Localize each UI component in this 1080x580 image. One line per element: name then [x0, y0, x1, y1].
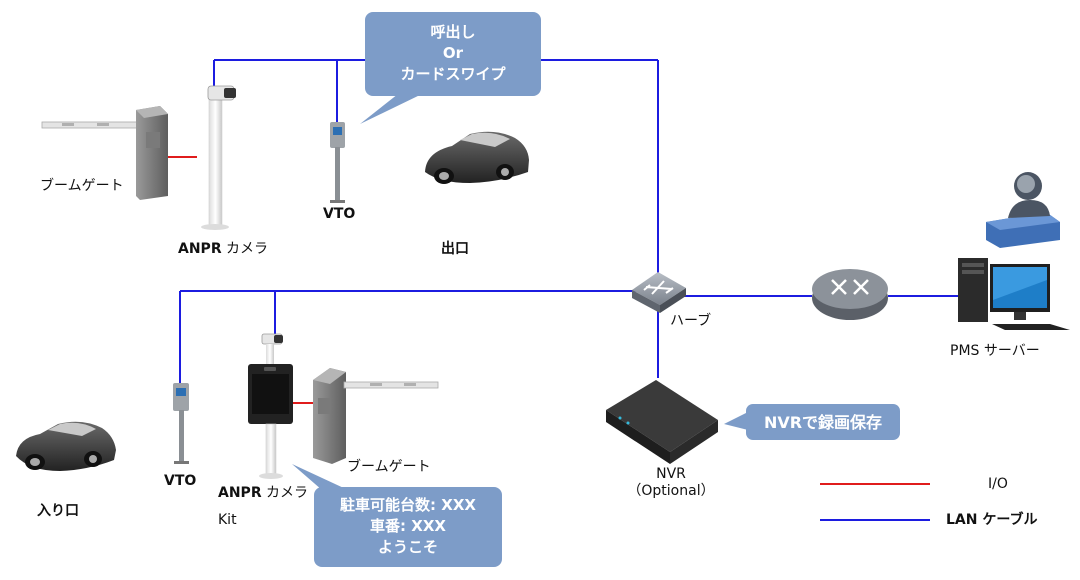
exit-car-icon: [425, 131, 529, 184]
io-cables: [167, 156, 313, 404]
nvr-label: NVR （Optional）: [612, 466, 730, 500]
entrance-anpr-label-rest: カメラ: [261, 485, 309, 501]
router-icon: [812, 269, 888, 320]
entrance-anpr-camera-label: ANPR カメラ: [218, 485, 308, 502]
hub-label: ハーブ: [670, 313, 712, 329]
pms-server-icon: [958, 258, 1070, 330]
entrance-label: 入り口: [37, 503, 79, 519]
callout-entrance-display-line-1: 駐車可能台数: XXX: [340, 496, 476, 514]
legend-lan-label: LAN ケーブル: [946, 512, 1038, 528]
entrance-anpr-label-bold: ANPR: [218, 485, 262, 501]
entrance-anpr-camera-kit-icon: [248, 333, 293, 479]
exit-anpr-camera-label: ANPR カメラ: [178, 241, 268, 258]
entrance-vto-label: VTO: [164, 473, 197, 489]
callout-exit-call-text: 呼出し Or カードスワイプ: [365, 22, 541, 85]
entrance-boom-gate-icon: [313, 368, 439, 464]
exit-boom-gate-icon: [41, 106, 168, 200]
entrance-car-icon: [16, 421, 116, 471]
entrance-vto-icon: [173, 383, 189, 464]
callout-exit-call-line-2: Or: [442, 44, 464, 62]
exit-label: 出口: [441, 241, 469, 257]
nvr-label-name: NVR: [656, 466, 686, 482]
callout-entrance-display-text: 駐車可能台数: XXX 車番: XXX ようこそ: [314, 495, 502, 558]
callout-nvr-record-text: NVRで録画保存: [763, 413, 883, 432]
nvr-label-optional: （Optional）: [627, 482, 715, 499]
legend-io-label: I/O: [988, 476, 1008, 492]
hub-switch-icon: [632, 272, 686, 313]
exit-vto-label: VTO: [323, 206, 356, 222]
callout-entrance-display-line-3: ようこそ: [377, 538, 438, 556]
operator-user-icon: [986, 172, 1060, 248]
exit-anpr-label-bold: ANPR: [178, 241, 222, 257]
legend: [820, 483, 930, 521]
callout-exit-call-line-3: カードスワイプ: [400, 65, 506, 83]
callout-exit-call-line-1: 呼出し: [430, 23, 476, 41]
callout-entrance-display: [292, 464, 502, 567]
callout-exit-call: [360, 12, 541, 124]
callout-nvr-record: [724, 404, 900, 440]
entrance-kit-label: Kit: [218, 512, 237, 528]
entrance-boom-gate-label: ブームゲート: [347, 459, 431, 475]
pms-server-label: PMS サーバー: [950, 343, 1040, 359]
exit-boom-gate-label: ブームゲート: [40, 178, 124, 194]
exit-anpr-camera-icon: [201, 85, 236, 230]
nvr-icon: [606, 380, 718, 464]
exit-anpr-label-rest: カメラ: [221, 241, 269, 257]
callout-entrance-display-line-2: 車番: XXX: [370, 517, 446, 535]
lan-cables: [179, 59, 958, 383]
exit-vto-icon: [330, 122, 345, 203]
